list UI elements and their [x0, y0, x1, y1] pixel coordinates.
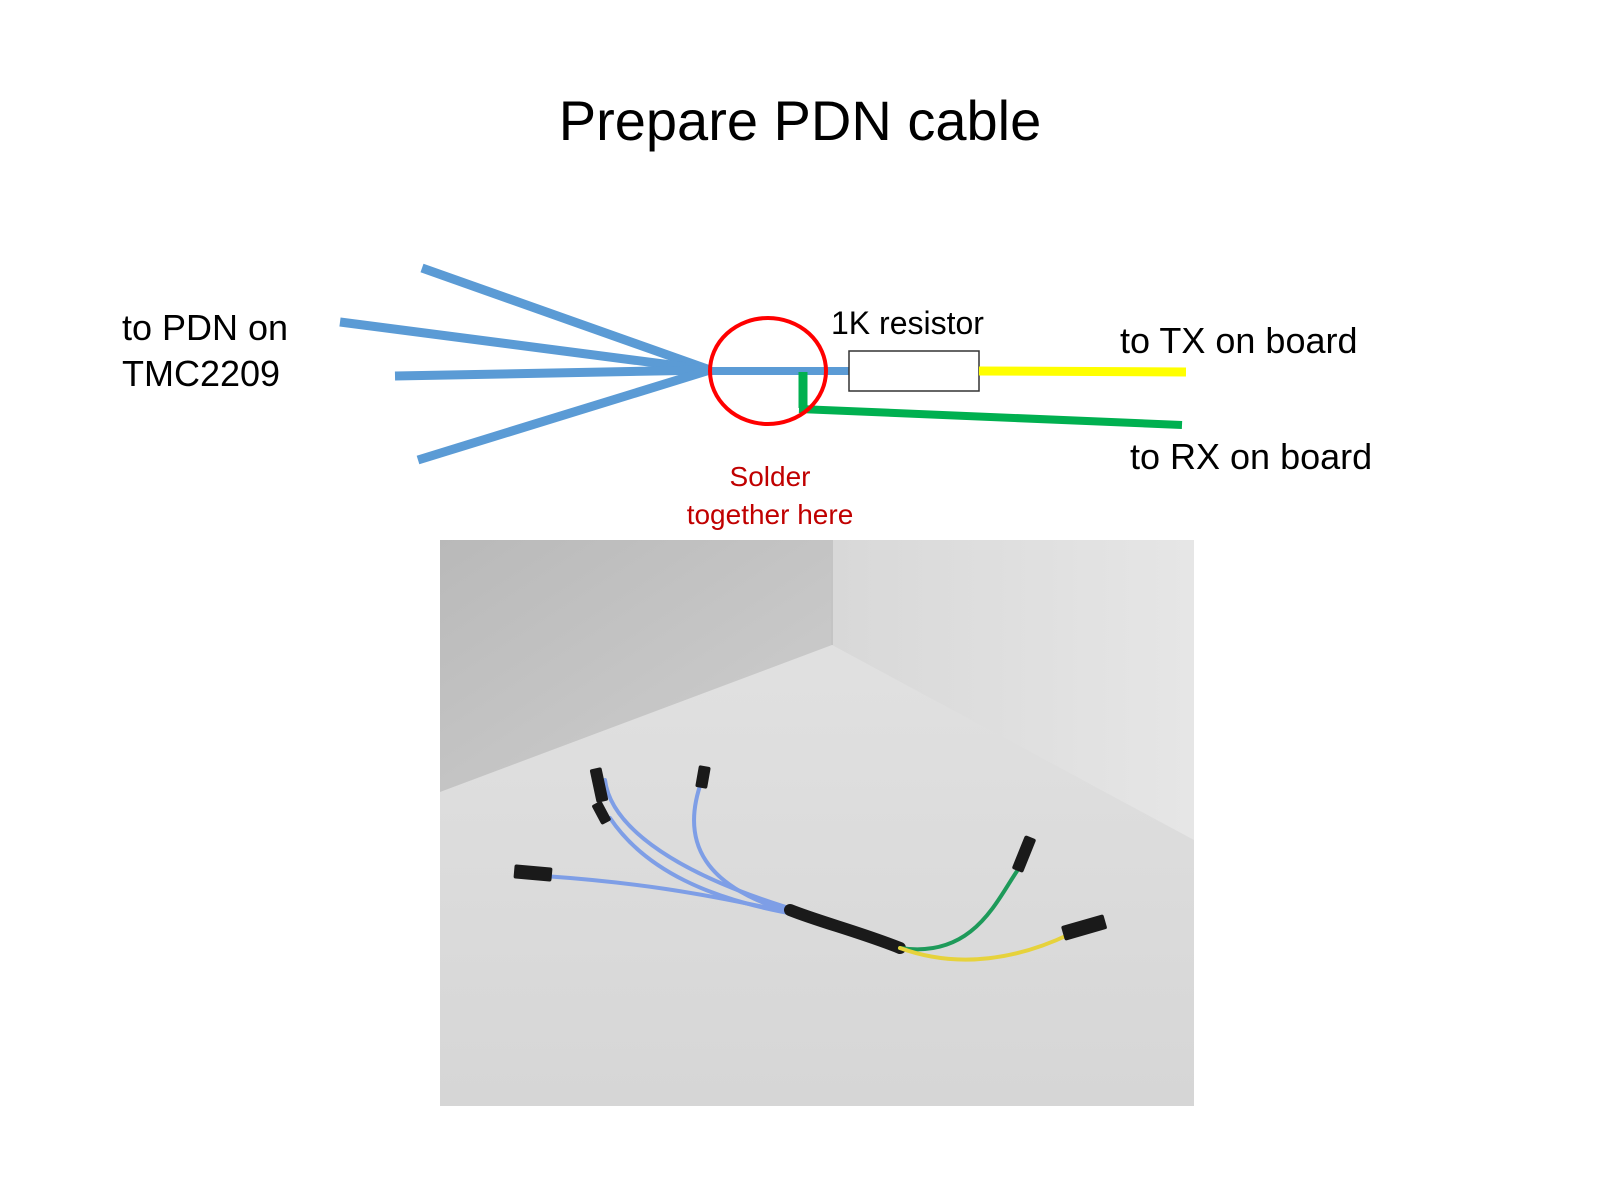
- rx-wire: [798, 405, 1183, 429]
- slide-title: Prepare PDN cable: [558, 89, 1042, 152]
- rx-label: to RX on board: [1130, 436, 1373, 477]
- cable-photo: [440, 540, 1194, 1106]
- pdn-wire-2: [339, 317, 711, 375]
- photo-blue-wire-4: [692, 778, 807, 918]
- photo-connector-1: [513, 864, 553, 882]
- photo-left-wall: [440, 540, 832, 792]
- photo-yellow-wire: [898, 932, 1072, 962]
- photo-connector-4: [695, 765, 711, 789]
- solder-label-line1: Solder: [729, 461, 811, 492]
- pdn-label: to PDN on TMC2209: [122, 305, 288, 397]
- solder-circle: [708, 316, 828, 426]
- photo-heat-shrink: [784, 904, 906, 954]
- pdn-wire-4: [416, 365, 712, 465]
- photo-connector-yellow: [1061, 914, 1107, 941]
- photo-connector-2: [589, 767, 609, 803]
- pdn-wire-3: [394, 365, 711, 381]
- tx-wire: [978, 366, 1187, 377]
- tx-label: to TX on board: [1120, 320, 1358, 361]
- pdn-label-line1: to PDN on: [122, 307, 289, 348]
- photo-blue-wire-2: [608, 816, 802, 917]
- pdn-wire-1: [420, 263, 712, 375]
- resistor-symbol: [848, 350, 980, 392]
- solder-label-line2: together here: [686, 499, 854, 530]
- pdn-label-line2: TMC2209: [122, 353, 281, 394]
- photo-right-wall: [832, 540, 1194, 840]
- photo-connector-green: [1012, 835, 1036, 873]
- resistor-label: 1K resistor: [831, 305, 984, 341]
- photo-green-wire: [898, 858, 1027, 952]
- solder-label: Solder together here: [660, 458, 880, 534]
- wiring-diagram: [339, 263, 1187, 465]
- photo-connector-3: [592, 801, 611, 825]
